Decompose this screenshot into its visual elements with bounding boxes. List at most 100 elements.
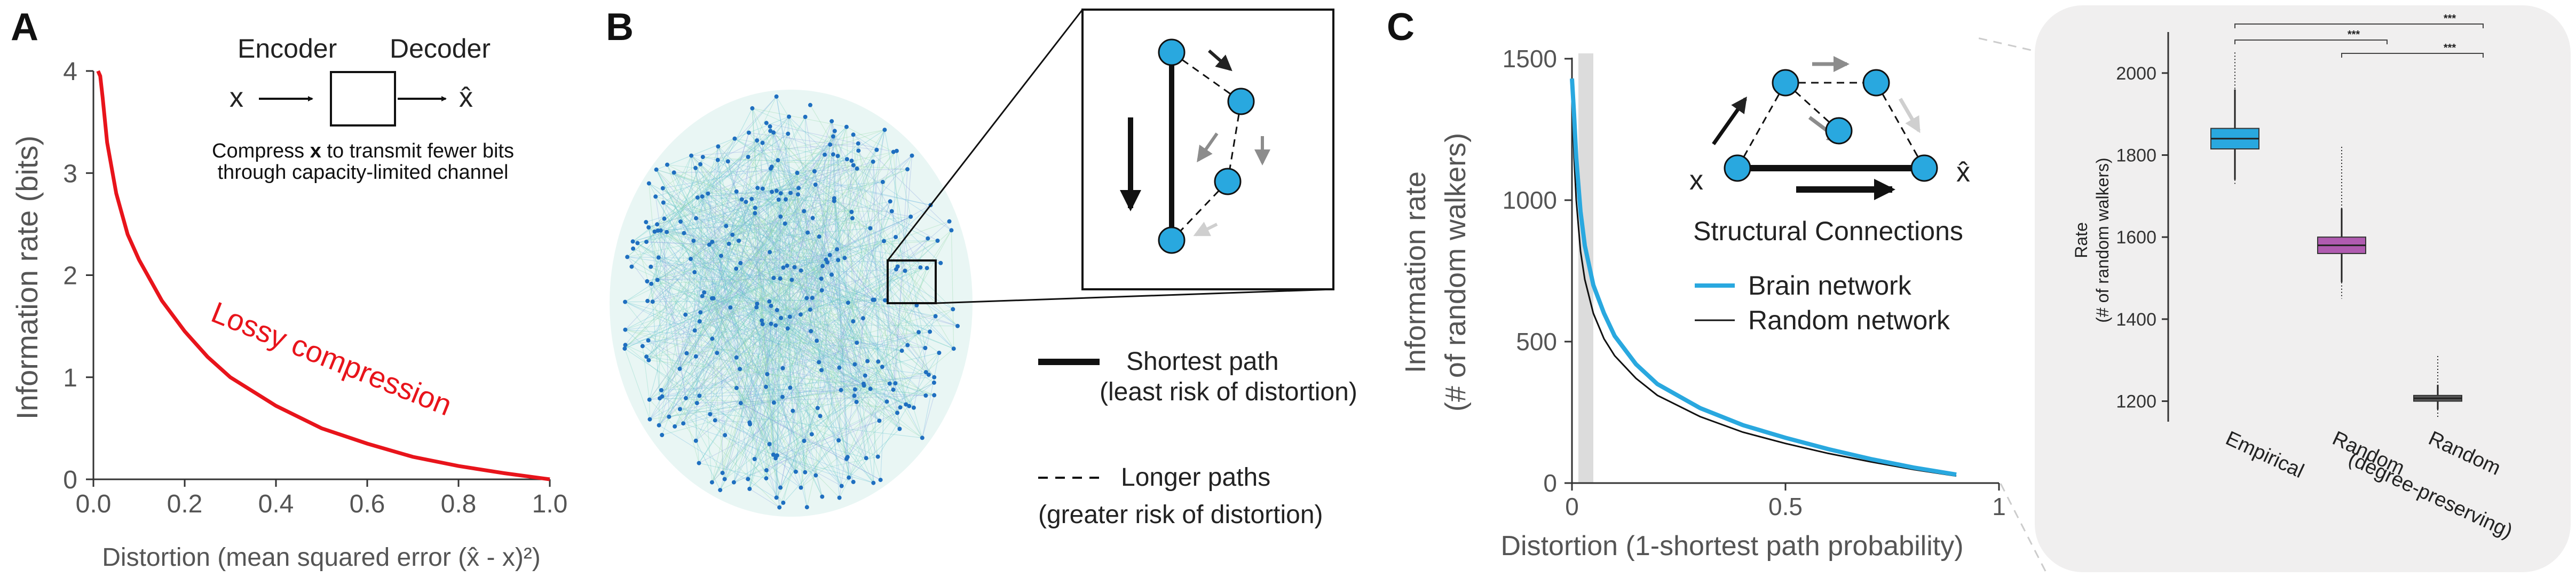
- legend-brain-network: Brain network: [1748, 271, 1912, 301]
- significance-bar: [2341, 53, 2484, 58]
- panel-c-ytick-label: 0: [1543, 469, 1557, 497]
- panel-a-ytick-label: 0: [63, 466, 77, 494]
- panel-a-xlabel: Distortion (mean squared error (x̂ - x)²…: [102, 543, 541, 572]
- box-3: [2413, 356, 2462, 418]
- series-brain-network: [1570, 78, 1957, 477]
- zoom-region-box: [887, 259, 937, 304]
- sc-dashed-edge-1: [1736, 82, 1787, 169]
- panel-c-ylabel-line1: Information rate: [1400, 171, 1432, 373]
- panel-a-axes: [92, 71, 550, 480]
- box-ytick-label: 2000: [2116, 64, 2156, 84]
- encoder-label: Encoder: [238, 34, 337, 64]
- significance-stars: ***: [2348, 29, 2360, 41]
- panel-a-ytick-label: 1: [63, 364, 77, 392]
- panel-c-ylabel-line2: (# of random walkers): [1440, 133, 1472, 412]
- panel-a-ytick-label: 3: [63, 160, 77, 188]
- legend-random-network: Random network: [1748, 305, 1950, 335]
- panel-b: B Shortest path: [606, 6, 1357, 529]
- legend-shortest-path-sub: (least risk of distortion): [1100, 378, 1357, 406]
- panel-a-rd-curve: [96, 70, 550, 481]
- inset-node-1: [1158, 38, 1186, 66]
- legend-longer-paths-sub: (greater risk of distortion): [1038, 501, 1323, 529]
- significance-bar: [2234, 23, 2484, 28]
- panel-c-legend: Brain network Random network: [1695, 271, 1950, 335]
- inset-node-4: [1158, 226, 1186, 254]
- boxplot-panel-background: [2035, 5, 2571, 572]
- curve-label-lossy-compression: Lossy compression: [207, 295, 457, 422]
- box-ylabel-line1: Rate: [2072, 222, 2091, 258]
- boxplot-ticks: 1200 1400 1600 1800 2000: [2116, 64, 2168, 412]
- panel-a-ticks: 0.0 0.2 0.4 0.6 0.8 1.0 0 1 2 3 4: [63, 58, 567, 518]
- encoder-decoder-diagram: Encoder Decoder x x̂ Compress x to trans…: [212, 34, 514, 184]
- panel-c-ticks: 0 0.5 1 0 500 1000 1500: [1503, 45, 2006, 520]
- series-random-network: [1571, 90, 1957, 477]
- sc-dashed-edge-4: [1875, 82, 1925, 169]
- panel-label-a: A: [11, 6, 38, 49]
- sc-output-symbol: x̂: [1956, 157, 1970, 188]
- panel-a-xtick-label: 1.0: [532, 490, 568, 518]
- box-ytick-label: 1400: [2116, 310, 2156, 330]
- panel-c-ytick-label: 1000: [1503, 186, 1557, 214]
- inset-arrow-gray-2: [1197, 132, 1219, 163]
- panel-c-ytick-label: 500: [1516, 328, 1557, 355]
- diagram-caption-line1: Compress x to transmit fewer bits: [212, 140, 514, 162]
- inset-dashed-edge-1: [1171, 51, 1242, 102]
- sc-caption: Structural Connections: [1693, 216, 1963, 246]
- brain-nodes: [622, 94, 960, 510]
- zoom-connector-bottom: [935, 288, 1334, 304]
- sc-node-3: [1862, 69, 1890, 97]
- sc-node-2: [1772, 69, 1799, 97]
- sc-input-symbol: x: [1689, 165, 1703, 196]
- box-ylabel-line2: (# of random walkers): [2093, 157, 2112, 322]
- boxplot-boxes: [2210, 52, 2462, 418]
- zoom-inset: [1081, 9, 1334, 290]
- path-legend: Shortest path (least risk of distortion)…: [1038, 347, 1357, 529]
- zoom-inset-frame: [1081, 9, 1334, 290]
- significance-stars: ***: [2444, 13, 2456, 25]
- panel-label-b: B: [606, 6, 634, 49]
- sc-arrow-dark: [1712, 96, 1747, 146]
- inset-link-top: [1974, 36, 2046, 54]
- panel-a-xtick-label: 0.2: [167, 490, 203, 518]
- decoder-label: Decoder: [390, 34, 491, 64]
- panel-c-xtick-label: 0: [1565, 493, 1579, 520]
- sc-node-4: [1825, 117, 1853, 145]
- inset-node-3: [1214, 168, 1242, 195]
- zoom-connector-top: [887, 9, 1084, 261]
- significance-bar: [2234, 39, 2388, 44]
- panel-c-xtick-label: 0.5: [1768, 493, 1803, 520]
- sc-node-x: [1724, 154, 1751, 182]
- inset-node-2: [1227, 88, 1255, 115]
- sc-arrow-light: [1898, 98, 1921, 133]
- brain-network-illustration: [610, 90, 973, 517]
- channel-box: [330, 71, 396, 127]
- panel-a: A 0.0 0.2 0.4 0.6 0.8 1.0 0 1 2 3 4 Lossy compress…: [10, 6, 567, 572]
- box-1: [2210, 52, 2259, 184]
- inset-arrow-dark: [1208, 49, 1232, 72]
- legend-longer-paths: Longer paths: [1121, 463, 1270, 492]
- box-ytick-label: 1800: [2116, 146, 2156, 166]
- panel-a-xtick-label: 0.0: [76, 490, 112, 518]
- panel-a-ytick-label: 4: [63, 58, 77, 86]
- panel-c-xtick-label: 1: [1992, 493, 2006, 520]
- input-symbol-x: x: [230, 82, 243, 113]
- box-ytick-label: 1200: [2116, 392, 2156, 412]
- output-symbol-xhat: x̂: [459, 82, 473, 113]
- panel-a-ytick-label: 2: [63, 262, 77, 290]
- panel-a-xtick-label: 0.6: [350, 490, 385, 518]
- panel-c-ytick-label: 1500: [1503, 45, 1557, 73]
- significance-stars: ***: [2444, 42, 2456, 54]
- panel-a-xtick-label: 0.4: [258, 490, 294, 518]
- box-ytick-label: 1600: [2116, 227, 2156, 248]
- box-2: [2317, 147, 2366, 299]
- sc-node-xhat: [1910, 154, 1938, 182]
- significance-bars: *** *** ***: [2234, 13, 2484, 58]
- diagram-caption-line2: through capacity-limited channel: [218, 161, 509, 184]
- panel-a-xtick-label: 0.8: [441, 490, 477, 518]
- panel-c-xlabel: Distortion (1-shortest path probability): [1500, 531, 1963, 562]
- panel-a-ylabel: Information rate (bits): [10, 136, 44, 420]
- inset-link-bottom: [1998, 480, 2046, 572]
- legend-shortest-path: Shortest path: [1126, 347, 1279, 376]
